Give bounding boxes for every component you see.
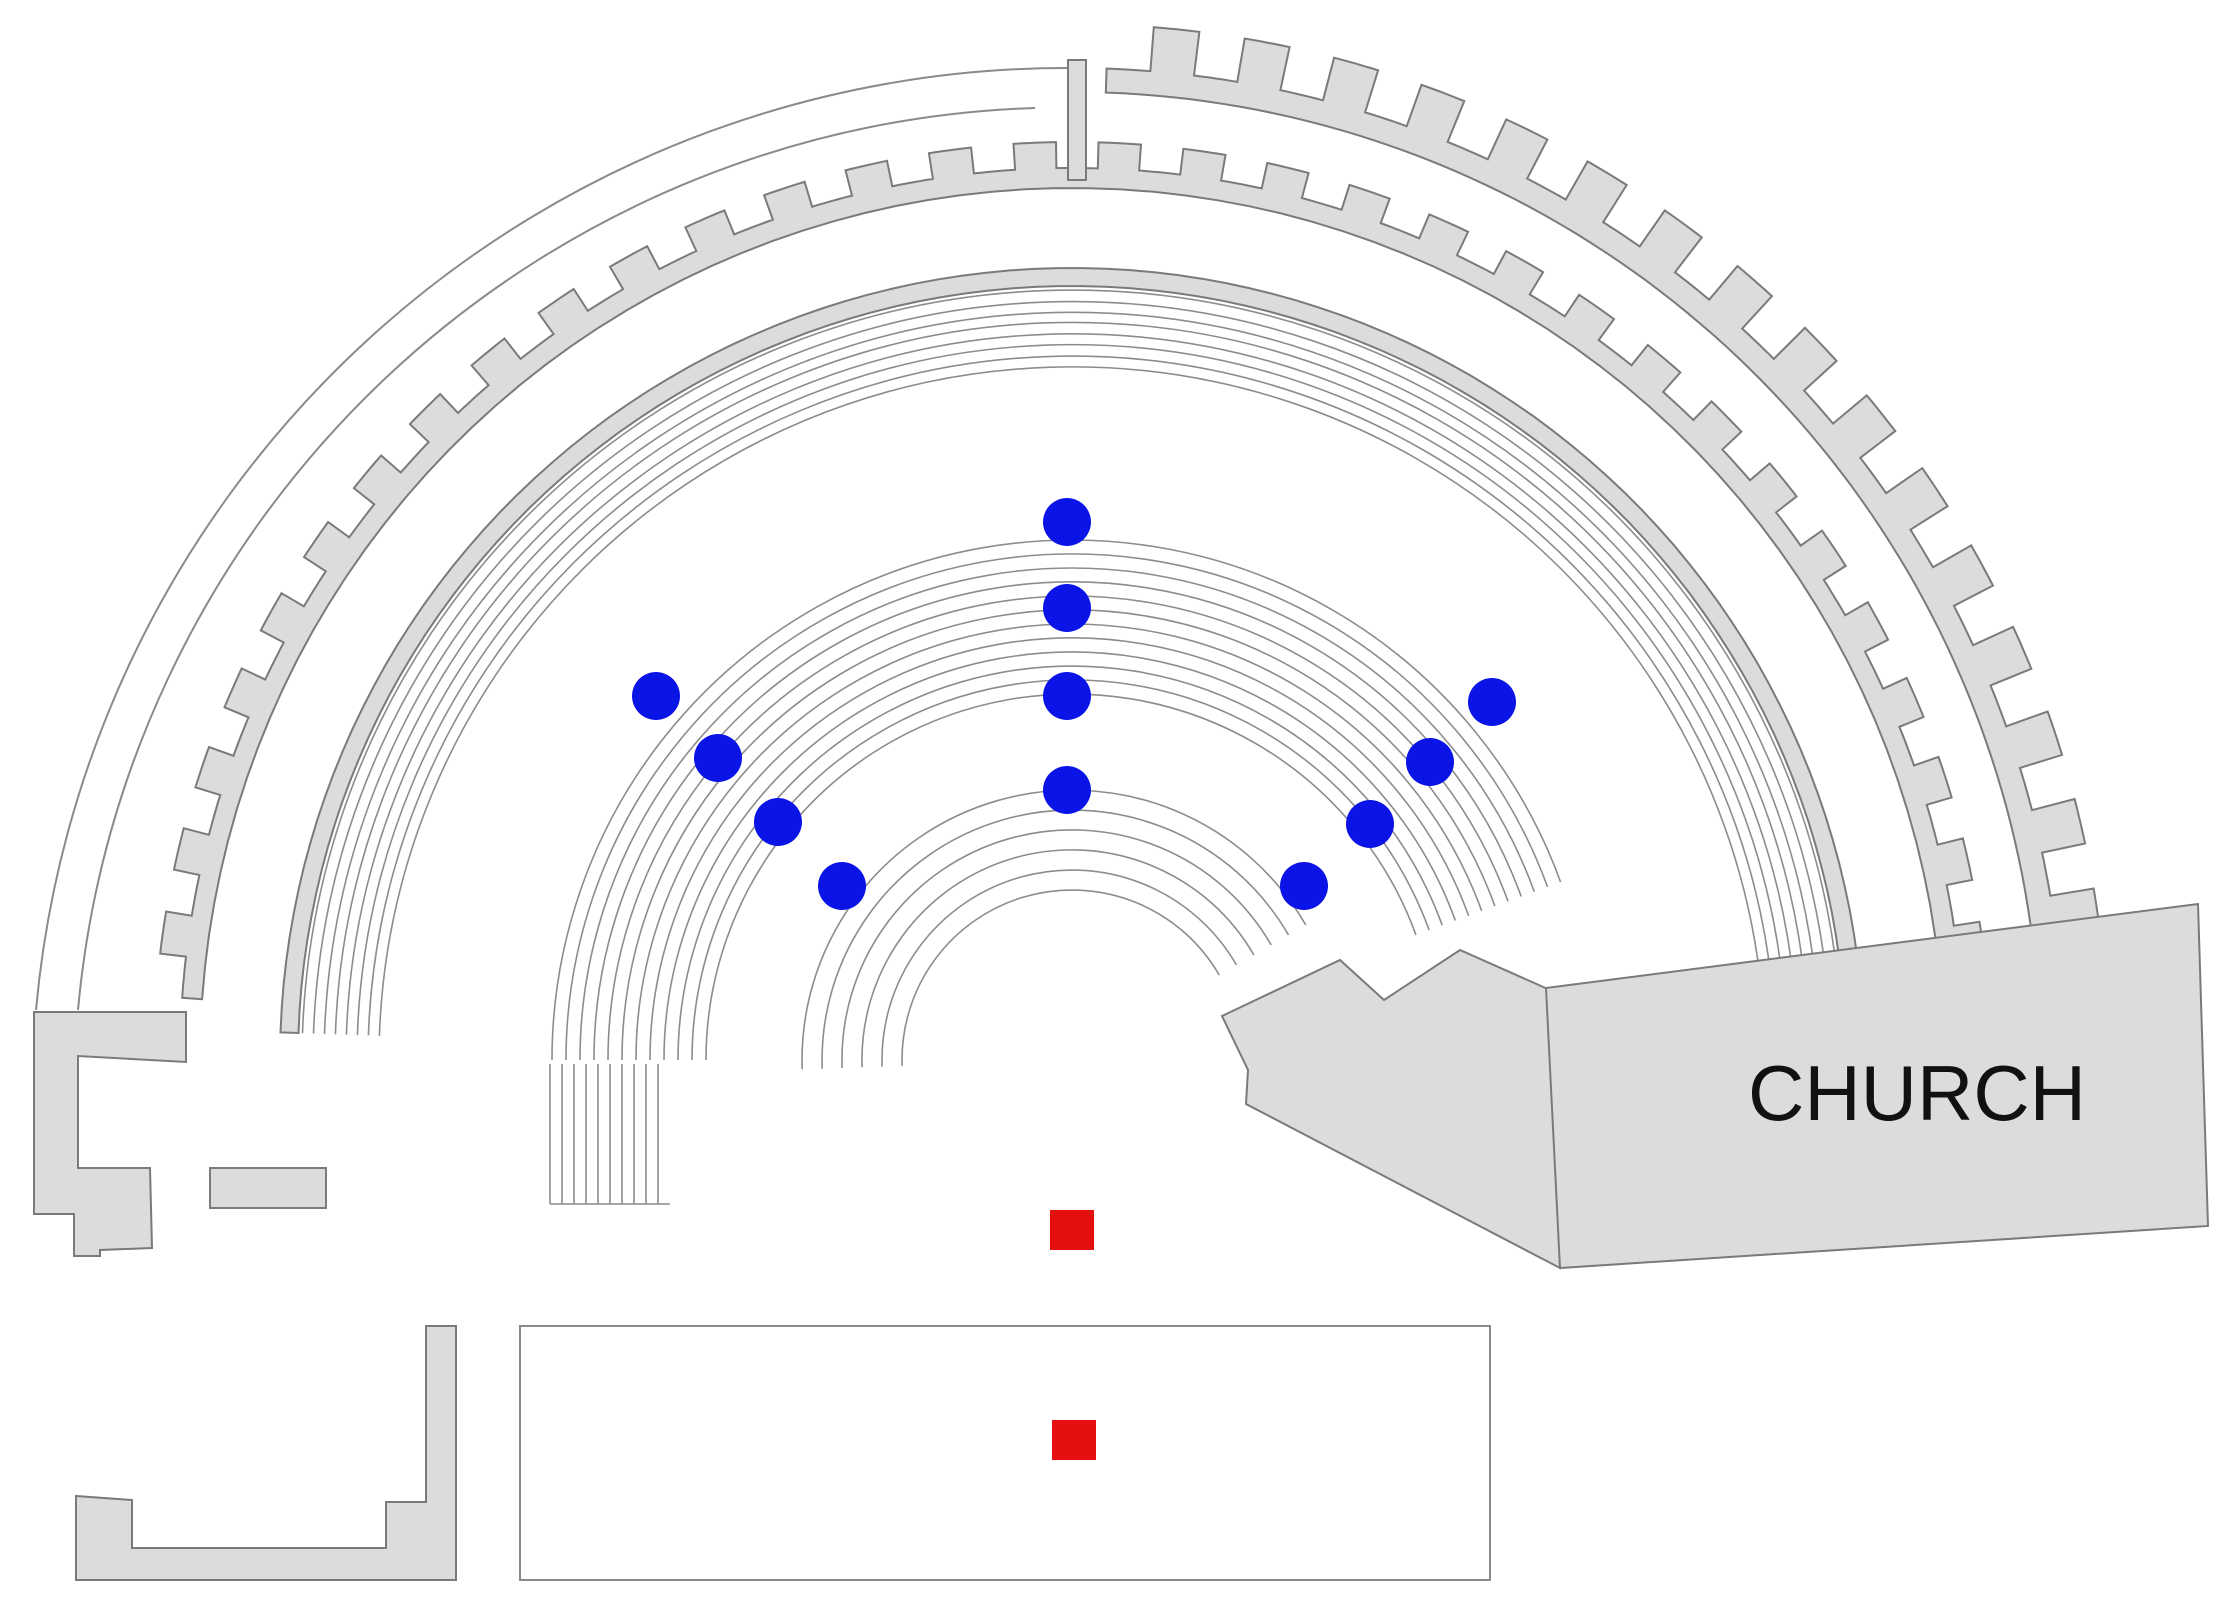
church-building bbox=[1544, 902, 2210, 1270]
seat-row-line bbox=[821, 809, 1290, 1069]
seat-row-line bbox=[607, 595, 1509, 1061]
seat-row-line bbox=[621, 609, 1496, 1061]
seat-row-line bbox=[565, 553, 1549, 1061]
seat-row-line bbox=[841, 829, 1272, 1069]
seat-row-line bbox=[367, 355, 1773, 1036]
seat-row-line bbox=[312, 300, 1828, 1034]
seat-row-line bbox=[356, 343, 1784, 1036]
seat-row-line bbox=[334, 321, 1806, 1035]
upper-seat-rows bbox=[301, 289, 1839, 1036]
seat-row-line bbox=[323, 311, 1817, 1034]
stage-building bbox=[519, 1325, 1491, 1581]
seat-row-line bbox=[861, 849, 1255, 1068]
sensor-marker bbox=[694, 734, 742, 782]
sensor-group bbox=[632, 498, 1516, 910]
left-parodos-rows bbox=[549, 1064, 670, 1205]
left-wing-wall bbox=[33, 1011, 187, 1257]
sensor-marker bbox=[1043, 584, 1091, 632]
seat-row-line bbox=[691, 679, 1430, 1061]
seat-row-line bbox=[551, 539, 1562, 1061]
outer-corridor-left bbox=[35, 66, 1073, 1011]
seat-row-line bbox=[635, 623, 1483, 1061]
corridor-divider bbox=[1067, 59, 1087, 181]
sensor-marker bbox=[1043, 498, 1091, 546]
outer-wall-right bbox=[1104, 26, 2102, 944]
seat-row-line bbox=[663, 651, 1457, 1061]
seat-row-line bbox=[705, 693, 1417, 1061]
seat-row-line bbox=[593, 581, 1522, 1061]
sensor-marker bbox=[754, 798, 802, 846]
right-slope bbox=[1220, 948, 1562, 1270]
seat-row-line bbox=[649, 637, 1470, 1061]
inner-seat-rows bbox=[801, 789, 1307, 1070]
sensor-marker bbox=[632, 672, 680, 720]
sensor-marker bbox=[1346, 800, 1394, 848]
seat-row-line bbox=[301, 289, 1839, 1034]
sensor-marker bbox=[1468, 678, 1516, 726]
sensor-marker bbox=[1280, 862, 1328, 910]
church-label: CHURCH bbox=[1748, 1049, 2086, 1137]
seat-row-line bbox=[579, 567, 1536, 1061]
bottom-left-wall bbox=[75, 1325, 457, 1581]
inner-crenellated-wall bbox=[159, 141, 1987, 1001]
sensor-marker bbox=[1043, 766, 1091, 814]
sensor-marker bbox=[818, 862, 866, 910]
lower-seat-rows bbox=[551, 539, 1562, 1061]
source-group bbox=[1050, 1210, 1096, 1460]
sensor-marker bbox=[1406, 738, 1454, 786]
seat-row-line bbox=[378, 366, 1762, 1036]
seat-row-line bbox=[881, 869, 1238, 1067]
seat-row-line bbox=[677, 665, 1443, 1061]
seat-row-line bbox=[801, 789, 1307, 1070]
seat-row-line bbox=[345, 333, 1795, 1035]
sensor-marker bbox=[1043, 672, 1091, 720]
source-marker bbox=[1050, 1210, 1094, 1250]
seat-row-line bbox=[901, 889, 1220, 1066]
left-block bbox=[209, 1167, 327, 1209]
source-marker bbox=[1052, 1420, 1096, 1460]
